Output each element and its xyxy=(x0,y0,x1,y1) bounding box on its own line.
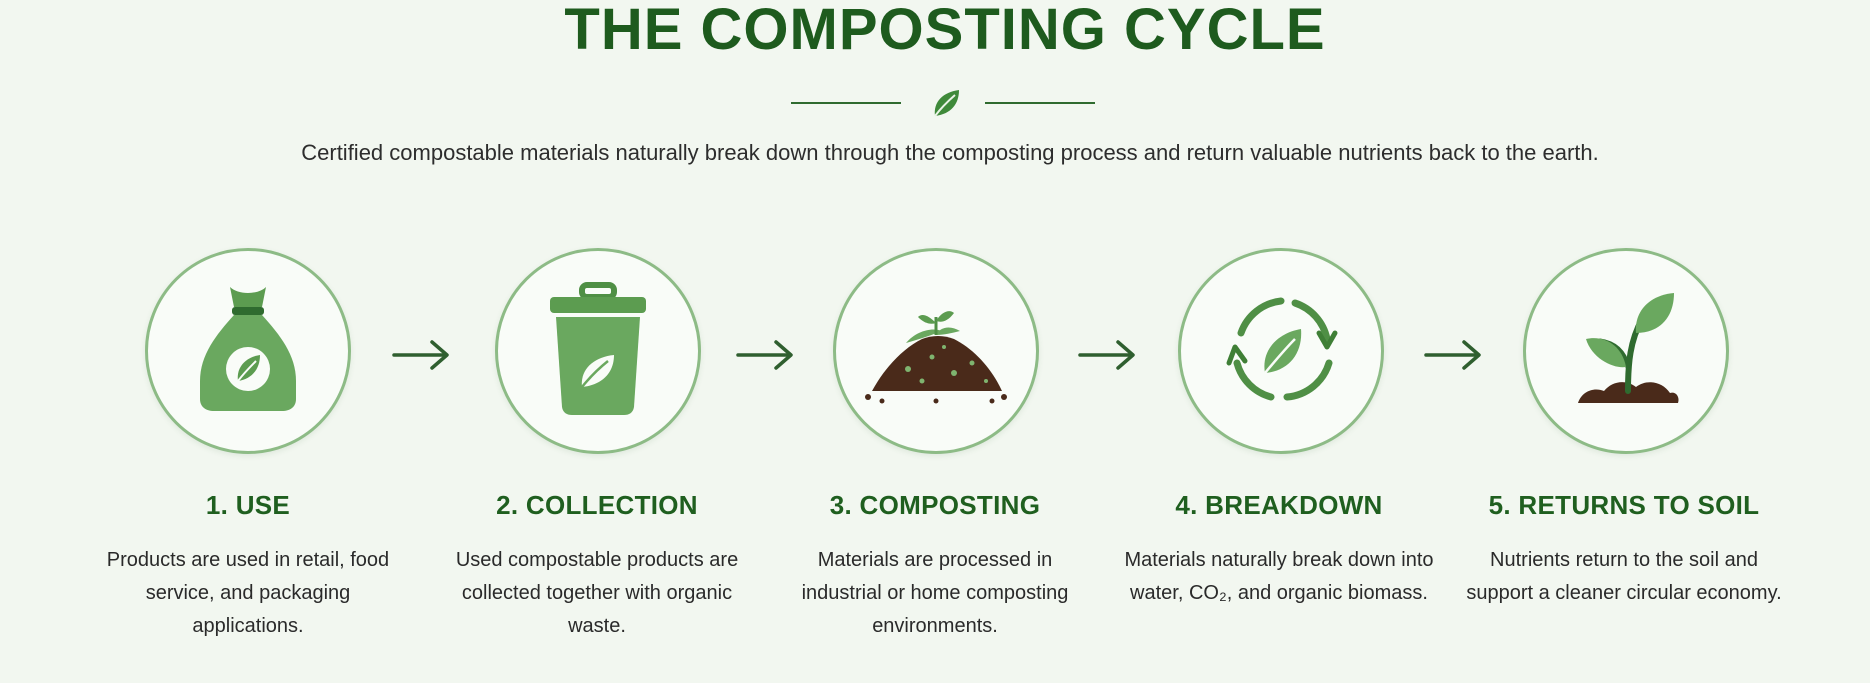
step-description: Materials are processed in industrial or… xyxy=(801,549,1069,637)
step-circle xyxy=(145,248,351,454)
divider-line-right xyxy=(985,102,1095,104)
page-subtitle: Certified compostable materials naturall… xyxy=(301,140,1599,165)
step-title: 5. RETURNS TO SOIL xyxy=(1488,490,1760,520)
compostable-bag-icon xyxy=(200,287,296,411)
step-description: Used compostable products are collected … xyxy=(455,549,739,637)
title-divider xyxy=(0,86,1870,120)
step-collection: 2. COLLECTION Used compostable products … xyxy=(437,0,757,683)
step-circle xyxy=(1178,248,1384,454)
step-composting: 3. COMPOSTING Materials are processed in… xyxy=(775,0,1095,683)
leaf-icon xyxy=(934,90,959,117)
cycle-leaf-icon xyxy=(1226,297,1338,401)
step-description: Nutrients return to the soil and support… xyxy=(1466,549,1782,604)
divider-line-left xyxy=(791,102,901,104)
step-description: Materials naturally break down into wate… xyxy=(1124,549,1434,604)
arrow-right-icon xyxy=(392,340,449,370)
compost-pile-icon xyxy=(865,311,1007,404)
step-circle xyxy=(833,248,1039,454)
arrow-right-icon xyxy=(1078,340,1135,370)
step-title: 4. BREAKDOWN xyxy=(1175,490,1383,520)
step-title: 3. COMPOSTING xyxy=(829,490,1041,520)
step-circle xyxy=(495,248,701,454)
arrow-right-icon xyxy=(736,340,793,370)
step-returns-to-soil: 5. RETURNS TO SOIL Nutrients return to t… xyxy=(1464,0,1784,683)
arrow-right-icon xyxy=(1424,340,1481,370)
step-circle xyxy=(1523,248,1729,454)
step-description: Products are used in retail, food servic… xyxy=(106,549,390,637)
page-title: THE COMPOSTING CYCLE xyxy=(564,0,1326,62)
step-title: 2. COLLECTION xyxy=(496,490,698,520)
step-breakdown: 4. BREAKDOWN Materials naturally break d… xyxy=(1119,0,1439,683)
step-title: 1. USE xyxy=(205,490,291,520)
compost-bin-icon xyxy=(550,282,646,415)
sprout-icon xyxy=(1578,293,1679,403)
step-use: 1. USE Products are used in retail, food… xyxy=(88,0,408,683)
